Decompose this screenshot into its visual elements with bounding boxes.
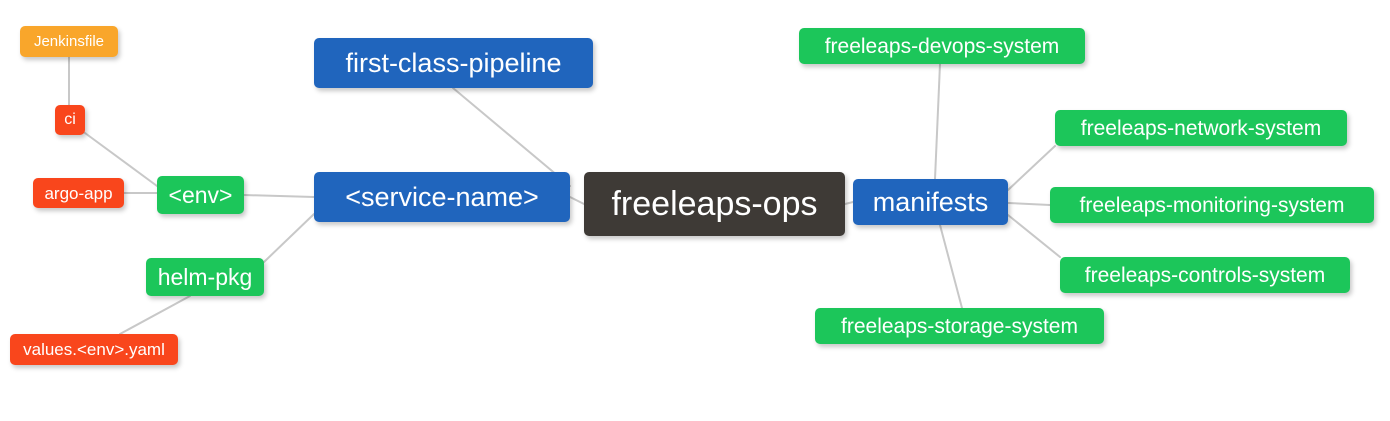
mindmap-node-label-env: <env> [168, 181, 233, 208]
mindmap-node-label-helm-pkg: helm-pkg [157, 263, 253, 290]
mindmap-edge-service-name-to-helm-pkg [263, 213, 315, 263]
mindmap-edge-helm-pkg-to-values-yaml [119, 295, 191, 335]
mindmap-edge-manifests-to-network-system [1007, 145, 1056, 191]
mindmap-node-env[interactable]: <env> [157, 176, 244, 214]
mindmap-node-label-service-name: <service-name> [345, 181, 539, 212]
mindmap-node-label-values-yaml: values.<env>.yaml [23, 340, 165, 359]
mindmap-node-values-yaml[interactable]: values.<env>.yaml [10, 334, 178, 365]
mindmap-edge-manifests-to-monitoring-system [1007, 202, 1051, 206]
mindmap-node-argo-app[interactable]: argo-app [33, 178, 124, 208]
mindmap-node-label-network-system: freeleaps-network-system [1080, 116, 1322, 140]
mindmap-node-network-system[interactable]: freeleaps-network-system [1055, 110, 1347, 146]
mindmap-node-label-root: freeleaps-ops [611, 185, 818, 223]
mindmap-node-label-ci: ci [64, 111, 76, 128]
mindmap-node-service-name[interactable]: <service-name> [314, 172, 570, 222]
mindmap-node-label-argo-app: argo-app [44, 183, 113, 203]
mindmap-node-monitoring-system[interactable]: freeleaps-monitoring-system [1050, 187, 1374, 223]
mindmap-node-jenkinsfile[interactable]: Jenkinsfile [20, 26, 118, 57]
mindmap-edge-root-to-service-name [569, 196, 585, 205]
mindmap-node-label-monitoring-system: freeleaps-monitoring-system [1079, 193, 1345, 217]
mindmap-node-label-devops-system: freeleaps-devops-system [824, 34, 1060, 58]
mindmap-node-helm-pkg[interactable]: helm-pkg [146, 258, 264, 296]
mindmap-edge-manifests-to-devops-system [934, 63, 941, 180]
mindmap-node-devops-system[interactable]: freeleaps-devops-system [799, 28, 1085, 64]
mindmap-node-label-controls-system: freeleaps-controls-system [1084, 263, 1326, 287]
mindmap-node-storage-system[interactable]: freeleaps-storage-system [815, 308, 1104, 344]
mindmap-edge-manifests-to-storage-system [939, 224, 963, 309]
mindmap-node-root[interactable]: freeleaps-ops [584, 172, 845, 236]
mindmap-node-label-storage-system: freeleaps-storage-system [841, 314, 1078, 338]
mindmap-node-controls-system[interactable]: freeleaps-controls-system [1060, 257, 1350, 293]
mindmap-edge-root-to-manifests [844, 201, 854, 205]
mindmap-node-label-first-class-pipeline: first-class-pipeline [345, 47, 562, 78]
mindmap-edge-service-name-to-env [243, 194, 315, 198]
mindmap-node-first-class-pipeline[interactable]: first-class-pipeline [314, 38, 593, 88]
mindmap-node-ci[interactable]: ci [55, 105, 85, 135]
mindmap-node-label-jenkinsfile: Jenkinsfile [33, 33, 105, 50]
mindmap-node-label-manifests: manifests [872, 186, 989, 217]
mindmap-node-manifests[interactable]: manifests [853, 179, 1008, 225]
